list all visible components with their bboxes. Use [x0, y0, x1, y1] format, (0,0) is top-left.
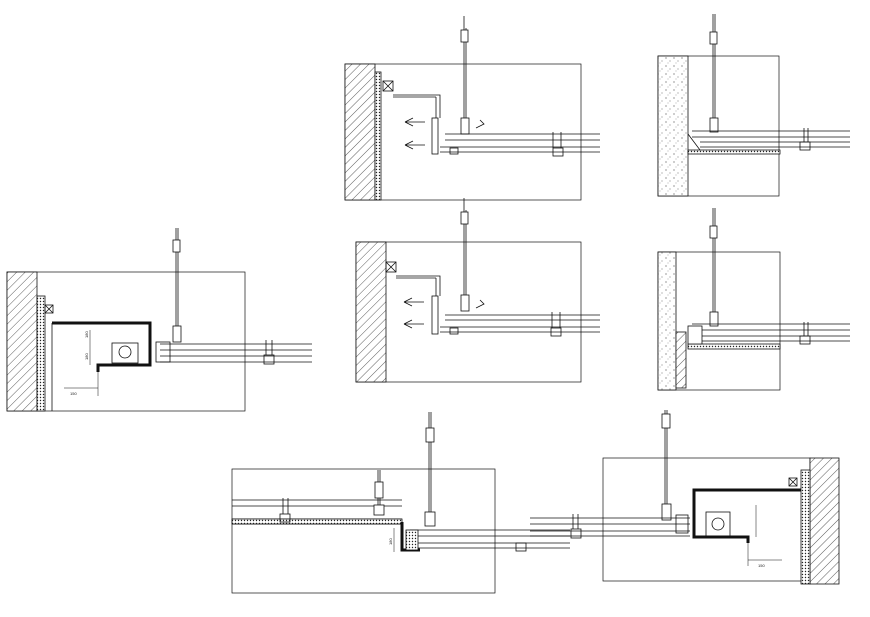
detail-6-level-change [231, 412, 570, 594]
dimension-label: 180 [84, 331, 89, 338]
dimension-label: 150 [70, 391, 77, 396]
dimension-label: 180 [84, 353, 89, 360]
detail-5-bulkhead-light [6, 228, 312, 412]
detail-2-wall-ceiling [657, 14, 850, 197]
dimension-label: 180 [388, 538, 393, 545]
detail-7-bulkhead-light [530, 410, 840, 585]
dimension-label: 150 [758, 563, 765, 568]
detail-4-wall-ceiling [657, 208, 850, 391]
detail-1-grille-ceiling [344, 16, 600, 201]
detail-3-grille-ceiling [355, 198, 600, 383]
